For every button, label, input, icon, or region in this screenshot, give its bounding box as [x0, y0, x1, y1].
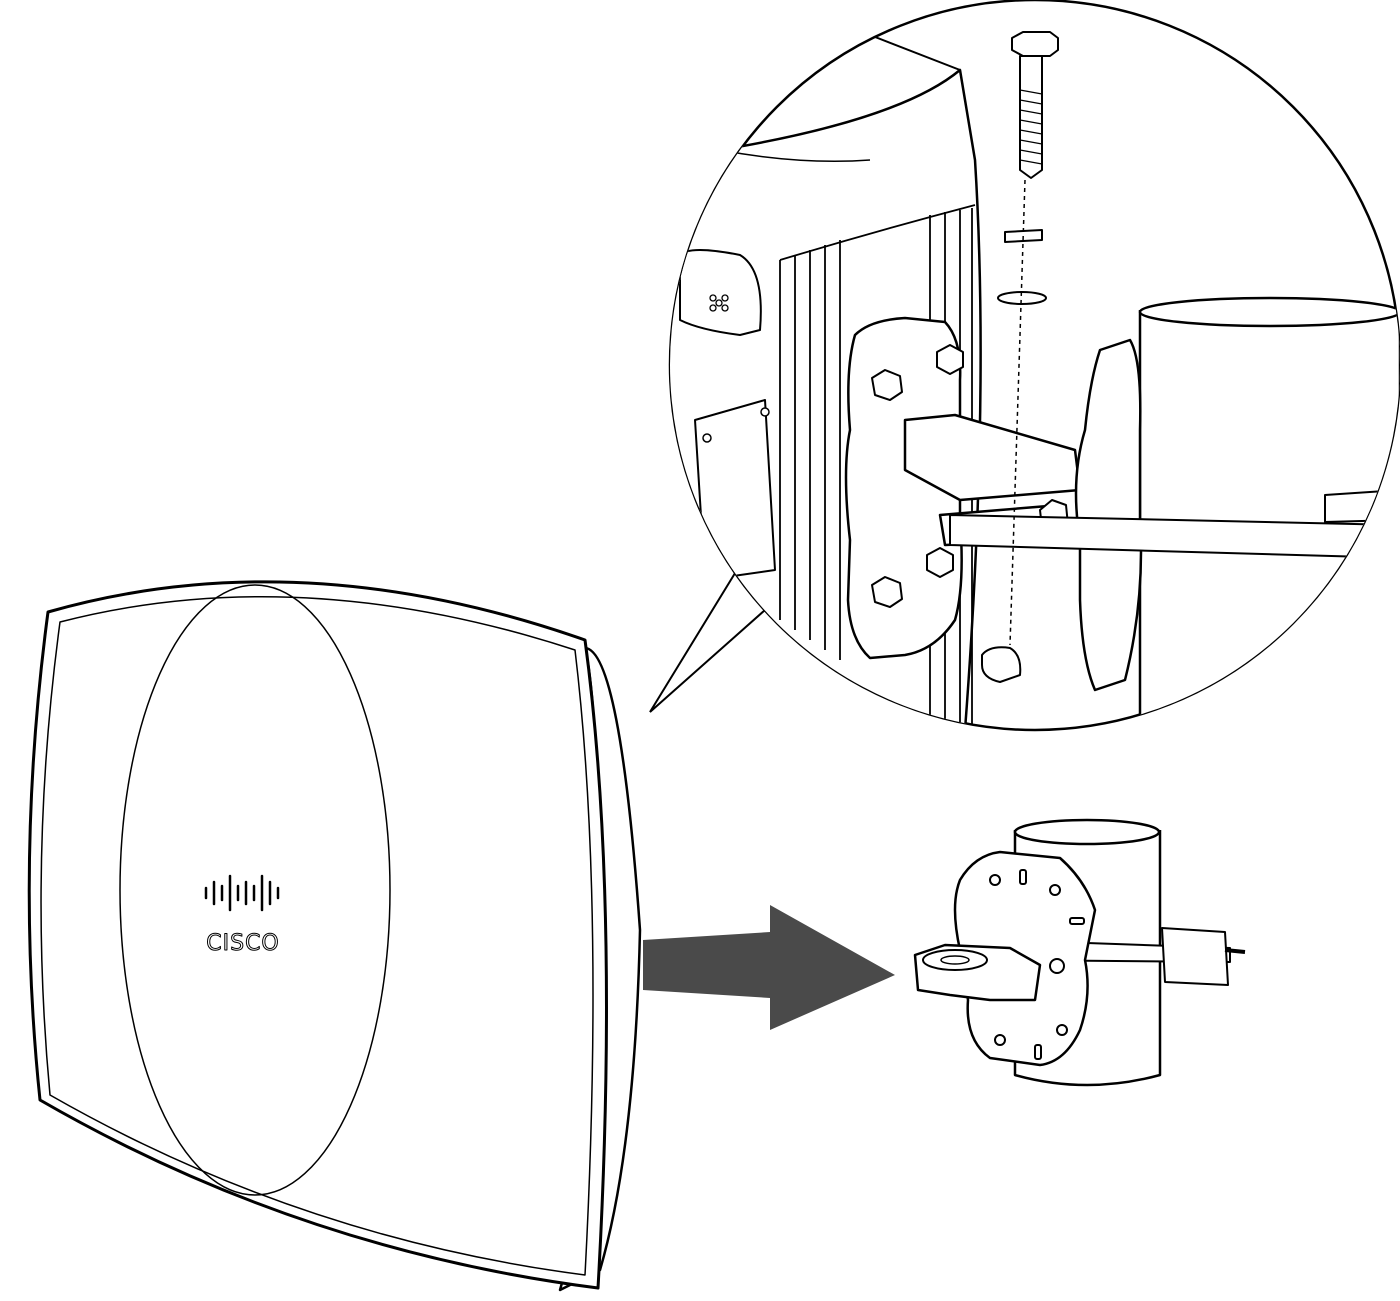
ap-bottom-plate [694, 399, 776, 581]
radome-circle [119, 584, 391, 1196]
bolt-shank [1019, 55, 1043, 179]
ap-side-panel [679, 249, 762, 336]
exploded-hardware [981, 31, 1059, 683]
logo-text: CISCO [206, 931, 280, 956]
hex-bolts [871, 344, 964, 608]
callout-pointer [649, 564, 766, 713]
pole-top [1013, 818, 1161, 846]
access-point-face [40, 595, 594, 1276]
bolt-head [1011, 31, 1059, 57]
pole-bracket-plate [1074, 338, 1143, 692]
access-point: CISCO [27, 580, 642, 1292]
access-point-body [27, 580, 608, 1290]
assembly-axis [1009, 179, 1026, 646]
detail-callout [649, 0, 1400, 732]
threaded-rod [949, 514, 1400, 559]
strap-clamp [1161, 927, 1229, 986]
flange-nut [981, 646, 1022, 683]
direction-arrow [643, 905, 895, 1030]
pole-with-bracket [913, 818, 1246, 1087]
cisco-logo [204, 874, 280, 912]
